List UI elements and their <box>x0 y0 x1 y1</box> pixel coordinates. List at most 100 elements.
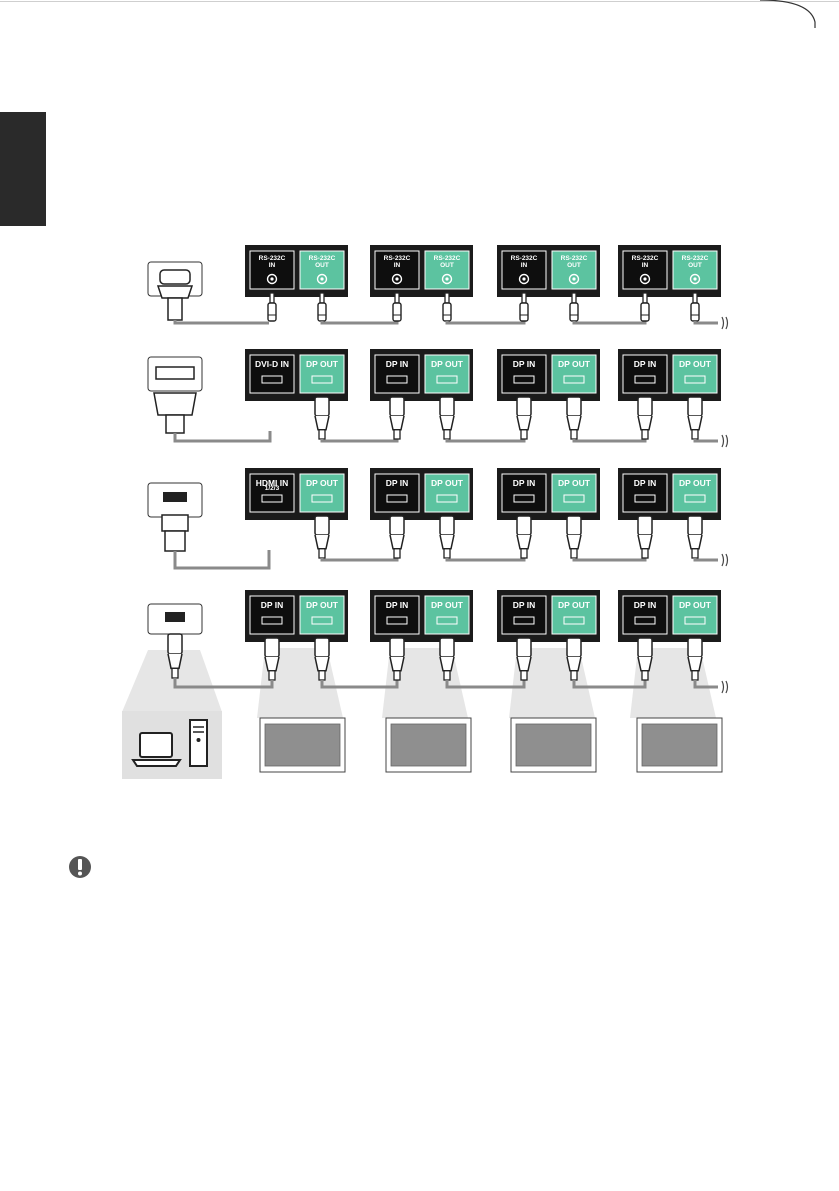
plug-tail <box>444 549 450 558</box>
in-port-label: DP IN <box>513 600 536 610</box>
monitor-icon <box>260 718 345 772</box>
monitor-icon <box>511 718 596 772</box>
plug-neck <box>168 654 182 669</box>
chain-cable <box>574 558 645 560</box>
desktop-tower-icon <box>190 720 207 766</box>
out-port-label: RS-232C <box>434 255 461 262</box>
plug-neck <box>688 657 702 671</box>
in-port-sub: IN <box>269 262 276 269</box>
serial-jack-pin <box>572 277 575 280</box>
plug-head <box>638 516 652 535</box>
in-port-label: DVI-D IN <box>255 359 289 369</box>
cable-continuation-icon <box>722 681 728 693</box>
plug-tail <box>269 671 275 680</box>
plug-tail <box>642 671 648 680</box>
plug-neck <box>638 416 652 430</box>
plug-tail <box>394 549 400 558</box>
laptop-screen <box>140 733 172 757</box>
plug-tail <box>692 430 698 439</box>
cable-continuation-icon <box>722 435 728 447</box>
in-port-label: RS-232C <box>632 255 659 262</box>
plug-neck <box>567 657 581 671</box>
plug-head <box>390 397 404 416</box>
chain-cable <box>447 439 524 441</box>
laptop-icon <box>133 733 180 766</box>
out-port-label: DP OUT <box>306 600 339 610</box>
in-port-sub: IN <box>394 262 401 269</box>
plug-head <box>265 638 279 657</box>
plug-head <box>315 397 329 416</box>
dsub-shell <box>160 270 190 284</box>
plug-tail <box>642 430 648 439</box>
out-port-label: RS-232C <box>682 255 709 262</box>
in-port-sub: IN <box>521 262 528 269</box>
plug-neck <box>688 416 702 430</box>
out-port-label: DP OUT <box>431 359 464 369</box>
plug-tip <box>572 293 576 303</box>
row-rs232c: RS-232CINRS-232COUTRS-232CINRS-232COUTRS… <box>148 245 728 329</box>
out-port-sub: OUT <box>688 262 702 269</box>
plug-head <box>517 397 531 416</box>
plug-head <box>688 638 702 657</box>
plug-head <box>315 638 329 657</box>
plug-head <box>567 516 581 535</box>
in-port-label: RS-232C <box>259 255 286 262</box>
in-port-label: DP IN <box>634 600 657 610</box>
plug-tail <box>692 671 698 680</box>
plug-head <box>440 638 454 657</box>
hdmi-plug <box>162 515 188 531</box>
plug-body <box>520 303 528 321</box>
plug-head <box>390 516 404 535</box>
plug-head <box>567 397 581 416</box>
plug-tip <box>522 293 526 303</box>
plug-neck <box>390 416 404 430</box>
plug-tail <box>394 430 400 439</box>
plug-tail <box>521 671 527 680</box>
plug-body <box>443 303 451 321</box>
plug-neck <box>517 416 531 430</box>
plug-neck <box>440 535 454 549</box>
in-port-label: DP IN <box>513 478 536 488</box>
plug-head <box>517 638 531 657</box>
out-port-label: DP OUT <box>558 359 591 369</box>
plug-tail <box>444 671 450 680</box>
serial-jack-pin <box>270 277 273 280</box>
cable <box>175 320 269 323</box>
in-port-label: DP IN <box>634 478 657 488</box>
cable-continuation-icon <box>722 317 728 329</box>
plug-tail <box>319 430 325 439</box>
plug-body <box>268 303 276 321</box>
plug-head <box>517 516 531 535</box>
dsub-boot <box>168 298 182 320</box>
out-port-label: DP OUT <box>431 600 464 610</box>
plug-tip <box>693 293 697 303</box>
plug-neck <box>567 416 581 430</box>
chain-cable <box>322 321 397 323</box>
dvi-boot <box>166 415 184 433</box>
display-4-ports: RS-232CINRS-232COUT <box>618 245 728 329</box>
laptop-base <box>133 760 180 766</box>
out-port-label: DP OUT <box>431 478 464 488</box>
cable <box>175 431 270 441</box>
plug-neck <box>638 535 652 549</box>
plug-neck <box>390 535 404 549</box>
dvi-socket <box>156 367 194 379</box>
cable-continuation-icon <box>722 554 728 566</box>
plug-head <box>168 634 182 654</box>
plug-tail <box>444 430 450 439</box>
out-port-label: DP OUT <box>558 478 591 488</box>
plug-neck <box>315 416 329 430</box>
chain-cable <box>447 321 524 323</box>
bottom-illustration <box>122 648 722 779</box>
in-port-label: DP IN <box>513 359 536 369</box>
plug-head <box>688 516 702 535</box>
displayport-socket <box>165 612 185 622</box>
plug-body <box>318 303 326 321</box>
plug-body <box>393 303 401 321</box>
plug-head <box>390 638 404 657</box>
side-language-tab <box>0 112 46 226</box>
